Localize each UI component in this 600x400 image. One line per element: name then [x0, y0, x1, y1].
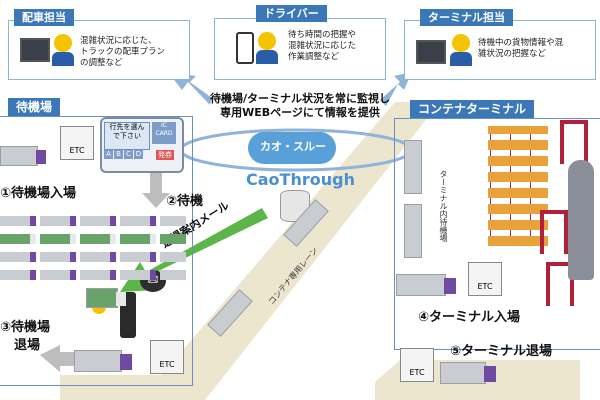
- driver-text-2: 混雑状況に応じた: [288, 41, 357, 51]
- computer-icon: [20, 38, 50, 62]
- etc-label-terminal-entry: ETC: [477, 282, 493, 291]
- terminal-parked-truck: [404, 140, 422, 194]
- driver-text-3: 作業調整など: [288, 52, 340, 62]
- terminal-text-2: 雑状況の把握など: [478, 49, 547, 59]
- kiosk-screen-line1: 行先を選ん: [109, 123, 145, 131]
- truck-icon: [440, 362, 498, 386]
- step3-label-line2: 退場: [14, 338, 41, 353]
- step5-label: ⑤ターミナル退場: [450, 344, 553, 359]
- center-message-line2: 専用WEBページにて情報を提供: [220, 106, 380, 119]
- etc-gate-terminal-entry: ETC: [468, 262, 502, 296]
- kiosk-key-a[interactable]: A: [104, 150, 113, 159]
- terminal-computer-icon: [416, 40, 446, 64]
- etc-label-entry: ETC: [69, 146, 85, 155]
- kiosk-key-c[interactable]: C: [124, 150, 133, 159]
- step4-label: ④ターミナル入場: [418, 310, 521, 325]
- arrow-step1: [142, 168, 170, 208]
- terminal-waiting-label: ターミナル内待機場: [439, 170, 448, 242]
- crane-icon: [546, 262, 574, 306]
- waiting-area-border: [0, 116, 193, 386]
- truck-icon: [86, 288, 126, 310]
- step1-label: ①待機場入場: [0, 186, 77, 201]
- etc-label-terminal-exit: ETC: [409, 368, 425, 377]
- driver-icon: [258, 32, 276, 50]
- kiosk-key-d[interactable]: D: [134, 150, 143, 159]
- terminal-title: ターミナル担当: [420, 9, 513, 26]
- driver-text-1: 待ち時間の把握や: [288, 30, 357, 40]
- center-message: 待機場/ターミナル状況を常に監視し 専用WEBページにて情報を提供: [200, 92, 400, 120]
- etc-gate-entry: ETC: [60, 126, 94, 160]
- worker-icon: [54, 34, 72, 52]
- crane-icon: [540, 210, 568, 254]
- terminal-text-1: 待機中の貨物情報や混: [478, 38, 564, 48]
- arrow-to-dispatch: [168, 72, 212, 105]
- ship-icon: [568, 160, 594, 280]
- crane-icon: [560, 120, 588, 164]
- terminal-worker-icon: [452, 34, 470, 52]
- step2-label: ②待機: [166, 194, 204, 209]
- etc-label-exit-waiting: ETC: [159, 360, 175, 369]
- container-terminal-border: [394, 118, 600, 350]
- arrow-to-terminal: [380, 72, 412, 106]
- driver-title: ドライバー: [256, 5, 327, 22]
- arrow-left-bottom: [40, 345, 75, 372]
- dispatch-text-2: トラックの配車プラン: [80, 47, 166, 57]
- kiosk-key-b[interactable]: B: [114, 150, 123, 159]
- card-label: CARD: [155, 130, 173, 137]
- center-message-line1: 待機場/ターミナル状況を常に監視し: [209, 92, 391, 105]
- container-terminal-title: コンテナターミナル: [410, 100, 535, 118]
- terminal-parked-truck: [404, 204, 422, 258]
- truck-icon: [396, 274, 458, 298]
- etc-gate-terminal-exit: ETC: [400, 348, 434, 382]
- dispatch-title: 配車担当: [14, 9, 74, 26]
- step3-label-line1: ③待機場: [0, 320, 51, 335]
- waiting-exit-road: [60, 375, 205, 400]
- ic-card-reader[interactable]: IC CARD: [152, 122, 176, 144]
- dispatch-text-1: 混雑状況に応じた、: [80, 36, 157, 46]
- dispatch-text-3: の調整など: [80, 58, 123, 68]
- truck-icon: [74, 350, 134, 374]
- kiosk-screen-line2: で下さい: [113, 132, 141, 140]
- cloud-icon: [248, 132, 336, 164]
- brand-jp: カオ・スルー: [260, 140, 326, 153]
- brand-en: CaoThrough: [246, 170, 355, 189]
- issue-button[interactable]: 発券: [156, 150, 174, 160]
- kiosk-screen: 行先を選ん で下さい: [104, 122, 150, 150]
- truck-icon: [0, 146, 46, 168]
- waiting-area-title: 待機場: [8, 98, 61, 116]
- container-stacks: [488, 126, 548, 246]
- ic-label: IC: [161, 122, 167, 129]
- smartphone-icon: [236, 32, 254, 64]
- parked-trucks: [0, 216, 186, 280]
- etc-gate-exit-waiting: ETC: [150, 340, 184, 374]
